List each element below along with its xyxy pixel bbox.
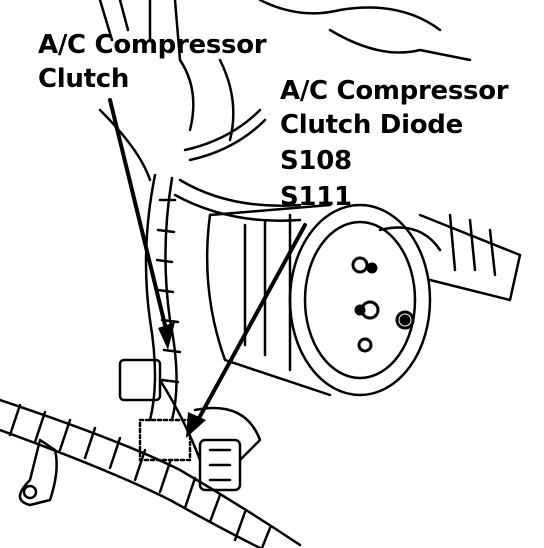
clutch-diode-label-line1: A/C Compressor xyxy=(280,76,509,106)
diode-arrowhead xyxy=(186,412,206,438)
splice-s108-label: S108 xyxy=(280,146,352,176)
wire-connectors xyxy=(118,358,262,492)
splice-s111-label: S111 xyxy=(280,182,352,212)
mounting-bracket xyxy=(18,438,58,507)
compressor-body xyxy=(205,203,522,397)
compressor-clutch-label-line2: Clutch xyxy=(38,64,130,94)
harness-conduit xyxy=(0,398,302,548)
wiring-harness xyxy=(98,108,302,422)
compressor-bolts xyxy=(351,256,415,353)
clutch-diode-label-line2: Clutch Diode xyxy=(280,110,463,140)
callout-leaders xyxy=(108,98,307,422)
compressor-clutch-label-line1: A/C Compressor xyxy=(38,30,267,60)
clutch-arrowhead xyxy=(158,322,175,350)
